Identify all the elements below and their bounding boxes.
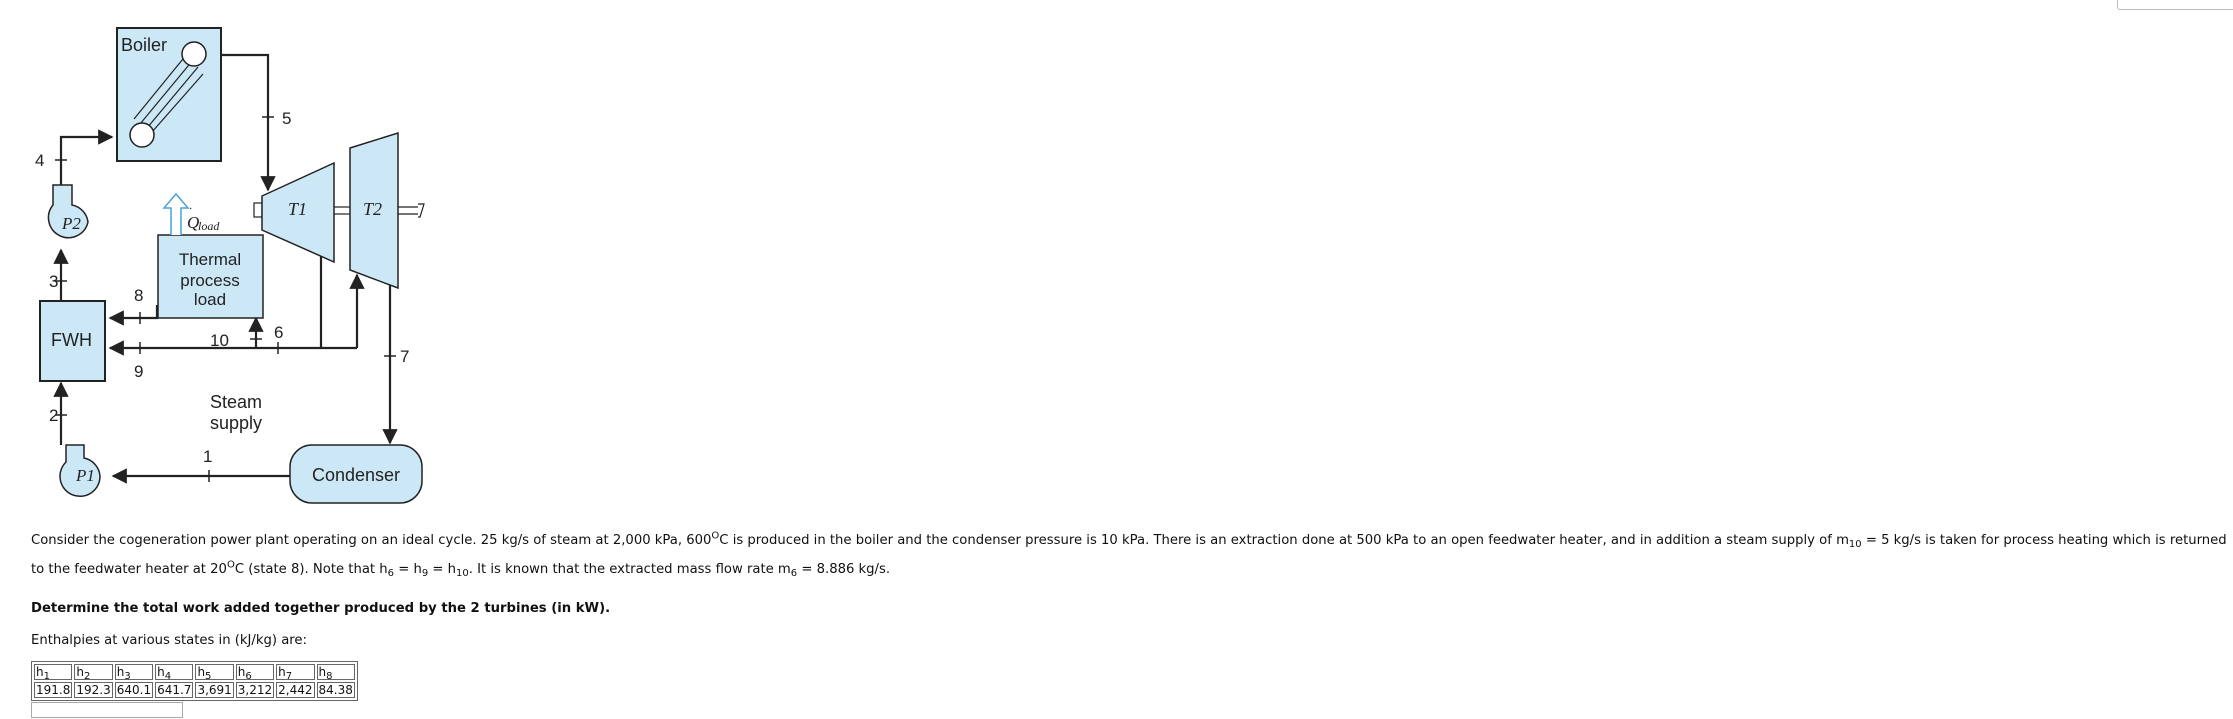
boiler: Boiler [116,27,222,162]
state-5-label: 5 [282,109,291,128]
thermal-process-load: Thermal process load [157,234,264,319]
enthalpy-header-cell: h3 [114,664,154,682]
problem-description: Consider the cogeneration power plant op… [31,530,2227,579]
enthalpy-value-cell: 3,212 [235,682,275,698]
enthalpy-header-cell: h4 [155,664,194,682]
enthalpy-header-row: h1 h2 h3 h4 h5 h6 h7 h8 [34,664,355,682]
enthalpy-value-cell: 2,442 [276,682,315,698]
enthalpy-header-cell: h6 [235,664,275,682]
state-3-label: 3 [49,272,58,291]
turbine-2-label: T2 [363,199,382,219]
state-9-label: 9 [134,362,143,381]
turbine-1-label: T1 [288,199,307,219]
state-10-label: 10 [210,331,229,350]
q-load-subscript: load [198,219,220,233]
piping [53,53,398,484]
steam-supply-line1: Steam [210,392,262,412]
process-label-line1: Thermal [179,250,241,269]
cogeneration-plant-diagram: Boiler T1 T2 P2 P1 FWH Thermal process l… [35,27,425,504]
enthalpy-value-row: 191.8 192.3 640.1 641.7 3,691 3,212 2,44… [34,682,355,698]
state-numbers: 5 4 3 2 1 6 7 8 9 10 [35,109,409,466]
pump-p2-label: P2 [61,214,81,233]
svg-text:·: · [189,201,192,215]
enthalpy-value-cell: 640.1 [114,682,154,698]
pump-p2: P2 [47,184,89,239]
enthalpy-header-cell: h7 [276,664,315,682]
state-7-label: 7 [400,347,409,366]
enthalpy-table: h1 h2 h3 h4 h5 h6 h7 h8 191.8 192.3 640.… [31,661,358,701]
problem-statement: Consider the cogeneration power plant op… [31,526,2231,718]
enthalpy-header-cell: h1 [34,664,73,682]
feedwater-heater: FWH [39,300,106,382]
q-load-arrow: Q · load [162,192,220,235]
enthalpy-value-cell: 192.3 [74,682,113,698]
top-right-panel-edge [2117,0,2233,10]
condenser: Condenser [289,444,423,504]
process-label-line2: process [180,271,240,290]
state-ticks [55,116,396,482]
state-8-label: 8 [134,286,143,305]
state-2-label: 2 [49,406,58,425]
pump-p1-label: P1 [75,466,95,485]
enthalpy-header-cell: h2 [74,664,113,682]
enthalpy-value-cell: 84.38 [316,682,355,698]
turbine-1: T1 [261,161,335,264]
enthalpy-value-cell: 3,691 [195,682,234,698]
q-load-symbol: Q [187,213,199,232]
state-4-label: 4 [35,151,44,170]
answer-input[interactable] [31,702,183,718]
state-6-label: 6 [274,323,283,342]
enthalpy-header-cell: h8 [316,664,355,682]
condenser-label: Condenser [312,465,400,485]
enthalpy-intro: Enthalpies at various states in (kJ/kg) … [31,633,307,648]
fwh-label: FWH [51,330,92,350]
question-text: Determine the total work added together … [31,601,611,616]
enthalpy-value-cell: 191.8 [34,682,73,698]
enthalpy-header-cell: h5 [195,664,234,682]
enthalpy-value-cell: 641.7 [155,682,194,698]
state-1-label: 1 [203,447,212,466]
process-label-line3: load [194,290,226,309]
turbine-2: T2 [349,131,399,290]
pump-p1: P1 [59,444,101,498]
boiler-label: Boiler [121,35,167,55]
steam-supply-line2: supply [210,413,262,433]
